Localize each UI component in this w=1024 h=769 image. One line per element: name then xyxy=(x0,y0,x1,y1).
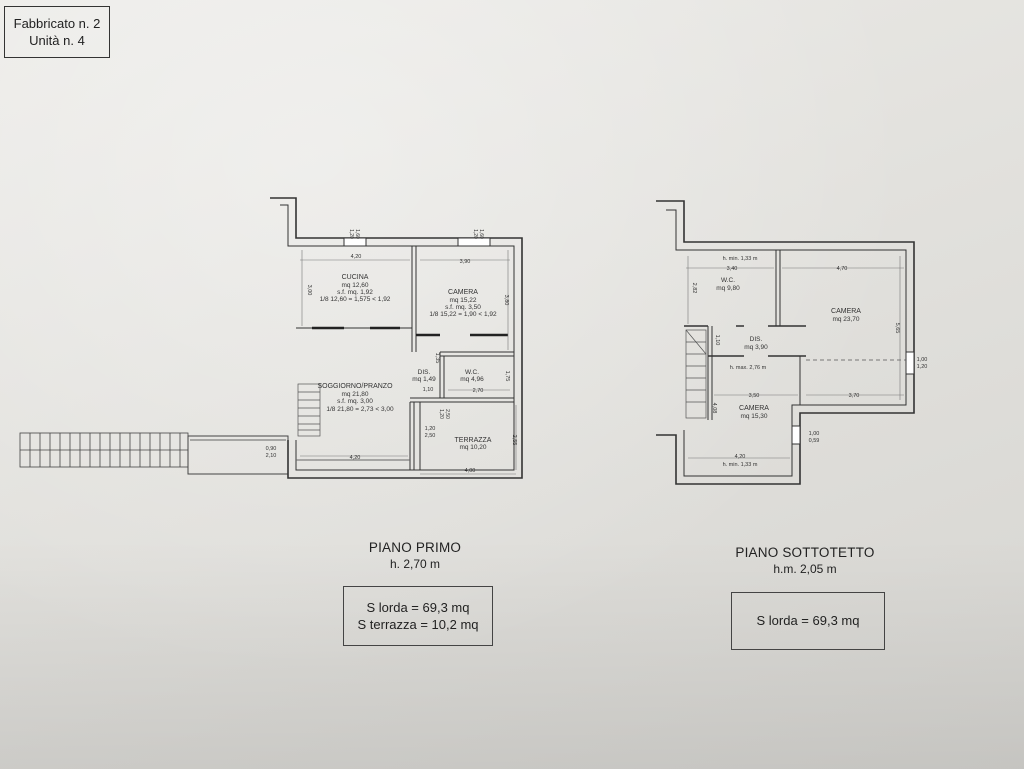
room-area-soggiorno: mq 21,80 xyxy=(341,391,368,398)
exterior-stair xyxy=(19,432,189,468)
dim-terr-a: 1,20 xyxy=(425,426,436,432)
dim-wc-w: 2,70 xyxy=(473,388,484,394)
first-floor-plan xyxy=(19,197,523,479)
attic-dim-top-left: 3,40 xyxy=(727,266,738,272)
dim-bottom-right: 4,00 xyxy=(465,468,476,474)
attic-hmax: h. max. 2,76 m xyxy=(730,365,767,371)
attic-dim-left-h: 2,82 xyxy=(691,283,697,294)
attic-dim-win2-b: 0,59 xyxy=(809,438,820,444)
dim-top-left: 4,20 xyxy=(351,254,362,260)
first-floor-surface-terrace: S terrazza = 10,2 mq xyxy=(357,617,479,632)
attic-floor-title: PIANO SOTTOTETTO xyxy=(735,545,875,560)
room-name-cucina: CUCINA xyxy=(342,274,369,281)
attic-floor-height: h.m. 2,05 m xyxy=(773,562,837,576)
dim-entry-a: 0,90 xyxy=(266,446,277,452)
room-ratio-soggiorno: 1/8 21,80 = 2,73 < 3,00 xyxy=(326,406,394,413)
attic-floor-plan xyxy=(656,200,915,485)
attic-dim-dis-h: 1,10 xyxy=(714,335,720,346)
attic-floor-surface-box: S lorda = 69,3 mq xyxy=(731,592,885,650)
dim-bottom-left: 4,20 xyxy=(350,455,361,461)
attic-dim-mid-right: 3,70 xyxy=(849,393,860,399)
attic-hmin-bottom: h. min. 1,33 m xyxy=(723,462,758,468)
first-floor-surface-box: S lorda = 69,3 mq S terrazza = 10,2 mq xyxy=(343,586,493,646)
room-ratio-camera: 1/8 15,22 = 1,90 < 1,92 xyxy=(429,311,497,318)
room-area-wc: mq 4,96 xyxy=(460,376,484,383)
attic-room-area-camera1: mq 23,70 xyxy=(832,316,859,323)
room-window-soggiorno: s.f. mq. 3,00 xyxy=(337,398,373,405)
room-area-terrazza: mq 10,20 xyxy=(459,444,486,451)
attic-room-area-camera2: mq 15,30 xyxy=(740,413,767,420)
attic-dim-mid-left: 3,50 xyxy=(749,393,760,399)
first-floor-surface-gross: S lorda = 69,3 mq xyxy=(366,600,470,615)
dim-door-b: 2,50 xyxy=(444,409,450,419)
dim-win1-b: 1,60 xyxy=(354,229,360,239)
building-id-box: Fabbricato n. 2 Unità n. 4 xyxy=(4,6,110,58)
interior-stair xyxy=(297,383,321,437)
dim-left-h: 3,00 xyxy=(306,285,312,296)
dim-entry-b: 2,10 xyxy=(266,453,277,459)
attic-dim-win2-a: 1,00 xyxy=(809,431,820,437)
room-area-dis: mq 1,49 xyxy=(412,376,436,383)
room-ratio-cucina: 1/8 12,60 = 1,575 < 1,92 xyxy=(320,296,391,303)
attic-room-name-wc: W.C. xyxy=(721,277,735,284)
room-window-cucina: s.f. mq. 1,92 xyxy=(337,289,373,296)
attic-dim-win-b: 1,20 xyxy=(917,364,928,370)
dim-right-h: 3,80 xyxy=(503,295,509,306)
attic-dim-top-right: 4,70 xyxy=(837,266,848,272)
attic-room-name-camera2: CAMERA xyxy=(739,405,769,412)
first-floor-title: PIANO PRIMO xyxy=(368,540,462,555)
building-number: Fabbricato n. 2 xyxy=(13,16,101,31)
attic-room-area-wc: mq 9,80 xyxy=(716,285,740,292)
dim-top-right: 3,90 xyxy=(460,259,471,265)
room-name-dis: DIS. xyxy=(418,369,431,376)
attic-dim-bottom: 4,20 xyxy=(735,454,746,460)
room-area-cucina: mq 12,60 xyxy=(341,282,368,289)
attic-dim-win-a: 1,00 xyxy=(917,357,928,363)
attic-room-area-dis: mq 3,90 xyxy=(744,344,768,351)
dim-dis-h: 1,35 xyxy=(434,353,440,364)
dim-door-a: 1,20 xyxy=(438,409,444,419)
room-area-camera: mq 15,22 xyxy=(449,297,476,304)
attic-hmin-top: h. min. 1,33 m xyxy=(723,256,758,262)
room-name-terrazza: TERRAZZA xyxy=(455,437,492,444)
attic-room-name-dis: DIS. xyxy=(750,336,763,343)
attic-stair xyxy=(685,329,707,419)
attic-room-name-camera1: CAMERA xyxy=(831,308,861,315)
dim-win2-a: 1,20 xyxy=(472,229,478,239)
room-name-camera: CAMERA xyxy=(448,289,478,296)
dim-dis-w: 1,10 xyxy=(423,387,434,393)
dim-win2-b: 1,60 xyxy=(478,229,484,239)
dim-terrazza-h: 2,55 xyxy=(511,435,517,446)
dim-terr-b: 2,50 xyxy=(425,433,436,439)
room-name-wc: W.C. xyxy=(465,369,479,376)
attic-dim-cam-h: 4,08 xyxy=(711,403,717,414)
first-floor-height: h. 2,70 m xyxy=(389,557,441,571)
room-window-camera: s.f. mq. 3,50 xyxy=(445,304,481,311)
attic-dim-right-h: 5,65 xyxy=(894,323,900,334)
attic-floor-surface-gross: S lorda = 69,3 mq xyxy=(756,613,860,628)
unit-number: Unità n. 4 xyxy=(29,33,85,48)
first-floor-title-block: PIANO PRIMO h. 2,70 m xyxy=(340,540,490,572)
dim-wc-h: 1,75 xyxy=(504,371,510,382)
dim-win1-a: 1,20 xyxy=(348,229,354,239)
room-name-soggiorno: SOGGIORNO/PRANZO xyxy=(317,383,393,390)
attic-floor-title-block: PIANO SOTTOTETTO h.m. 2,05 m xyxy=(725,545,885,577)
